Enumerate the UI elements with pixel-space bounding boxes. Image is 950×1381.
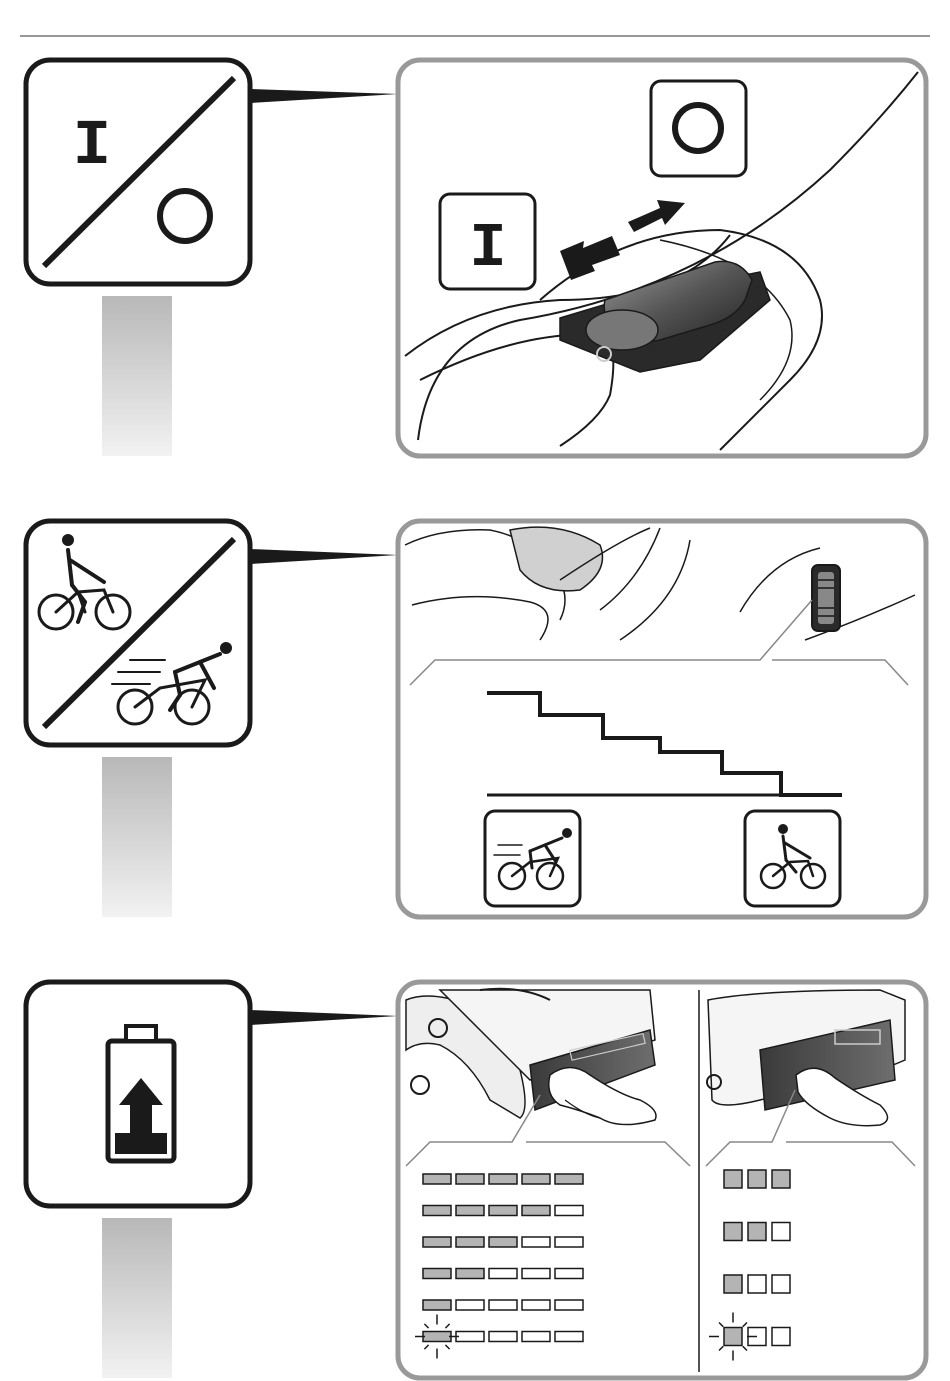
callout-pointer — [250, 89, 398, 103]
led-segment-off — [522, 1300, 550, 1310]
callout-pointer — [250, 549, 398, 564]
led-segment-lit — [456, 1174, 484, 1184]
power-switch-icon: I — [26, 60, 250, 284]
led-segment-off — [748, 1275, 766, 1293]
led-segment-lit — [489, 1174, 517, 1184]
gradient-bar — [102, 296, 172, 456]
led-segment-off — [456, 1332, 484, 1342]
led-segment-off — [456, 1300, 484, 1310]
led-segment-lit — [456, 1206, 484, 1216]
section-battery-charge — [26, 982, 926, 1378]
switch-detail-panel: I — [398, 60, 926, 456]
gradient-bar — [102, 1218, 172, 1378]
eco-mode-box — [745, 811, 840, 906]
led-segment-lit — [489, 1237, 517, 1247]
led-segment-off — [489, 1332, 517, 1342]
led-segment-off — [555, 1206, 583, 1216]
section-assist-level — [26, 521, 926, 917]
off-position-box — [651, 81, 746, 176]
led-segment-lit — [423, 1206, 451, 1216]
led-segment-lit — [522, 1174, 550, 1184]
led-segment-off — [522, 1332, 550, 1342]
led-segment-lit — [522, 1206, 550, 1216]
assist-detail-panel — [398, 521, 926, 917]
on-position-label: I — [469, 213, 506, 284]
gradient-bar — [102, 757, 172, 917]
led-segment-lit — [555, 1174, 583, 1184]
on-symbol-label: I — [73, 111, 111, 183]
led-segment-lit — [456, 1237, 484, 1247]
led-segment-off — [772, 1275, 790, 1293]
assist-mode-icon — [26, 521, 250, 745]
led-segment-lit — [423, 1269, 451, 1279]
callout-pointer — [250, 1010, 398, 1025]
led-segment-lit — [724, 1328, 742, 1346]
led-segment-lit — [724, 1170, 742, 1188]
led-segment-off — [772, 1328, 790, 1346]
led-segment-off — [489, 1300, 517, 1310]
led-segment-off — [522, 1269, 550, 1279]
battery-charge-icon — [26, 982, 250, 1206]
led-segment-off — [555, 1300, 583, 1310]
led-segment-lit — [423, 1332, 451, 1342]
led-segment-lit — [772, 1170, 790, 1188]
led-segment-lit — [748, 1170, 766, 1188]
led-segment-off — [522, 1237, 550, 1247]
section-on-off: I I — [26, 60, 926, 456]
led-segment-off — [772, 1223, 790, 1241]
led-segment-lit — [724, 1275, 742, 1293]
led-segment-off — [489, 1269, 517, 1279]
led-segment-off — [555, 1237, 583, 1247]
battery-detail-panel — [398, 982, 926, 1378]
led-segment-lit — [456, 1269, 484, 1279]
led-segment-off — [555, 1269, 583, 1279]
led-segment-lit — [489, 1206, 517, 1216]
led-segment-lit — [423, 1300, 451, 1310]
led-segment-lit — [724, 1223, 742, 1241]
led-segment-lit — [748, 1223, 766, 1241]
sport-mode-box — [485, 811, 580, 906]
led-segment-off — [555, 1332, 583, 1342]
led-segment-lit — [423, 1174, 451, 1184]
led-segment-lit — [423, 1237, 451, 1247]
